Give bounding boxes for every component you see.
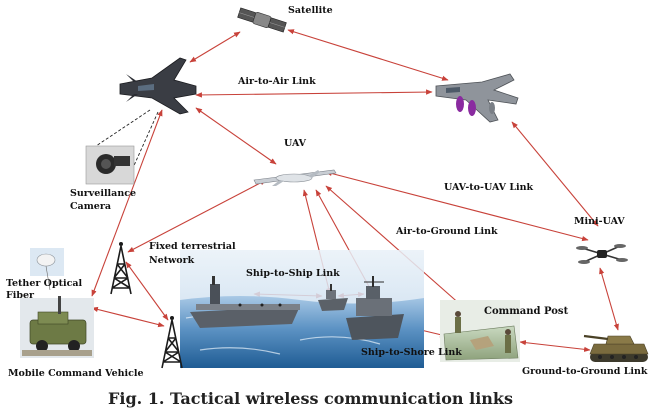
label-fixed-network-1: Fixed terrestrial <box>149 241 236 252</box>
label-air-to-ground-link: Air-to-Ground Link <box>395 226 498 237</box>
link-ground-to-ground <box>519 340 591 352</box>
fighter-jet-icon <box>435 73 519 123</box>
link-air-to-ground <box>325 185 463 307</box>
label-fixed-network-2: Network <box>149 255 195 266</box>
aircraft-carrier-icon <box>190 276 300 328</box>
label-air-to-air-link: Air-to-Air Link <box>237 76 316 87</box>
label-ship-to-shore-link: Ship-to-Shore Link <box>361 347 462 358</box>
label-mini-uav: Mini-UAV <box>574 216 625 227</box>
uav-icon <box>253 169 337 186</box>
link-jet-vehicle <box>91 109 163 297</box>
link-uav-tower-left <box>127 179 267 253</box>
satellite-icon <box>237 7 287 33</box>
tank-icon <box>583 334 649 362</box>
radio-tower-left-icon <box>110 242 132 295</box>
link-satellite-fighter <box>287 29 449 81</box>
link-jet-satellite <box>189 31 241 63</box>
label-uav: UAV <box>284 138 307 149</box>
label-ground-to-ground-link: Ground-to-Ground Link <box>522 366 648 377</box>
label-uav-to-uav-link: UAV-to-UAV Link <box>444 182 534 193</box>
label-surveillance-camera-2: Camera <box>70 201 111 212</box>
link-vehicle-tower <box>91 306 165 328</box>
naval-scene <box>180 250 424 368</box>
surveillance-camera-icon <box>85 109 159 185</box>
link-air-to-air <box>195 89 433 98</box>
command-post-icon <box>440 300 520 362</box>
labels-layer: Satellite Air-to-Air Link UAV Surveillan… <box>6 5 648 408</box>
frigate-icon <box>318 284 348 311</box>
link-jet-uav <box>195 107 277 165</box>
mini-uav-icon <box>576 244 628 264</box>
stealth-jet-icon <box>119 57 197 115</box>
tether-balloon-icon <box>30 248 64 291</box>
label-tether-fiber-1: Tether Optical <box>6 278 83 289</box>
radio-tower-bottom-icon <box>161 316 183 369</box>
label-mobile-command-vehicle: Mobile Command Vehicle <box>8 368 144 379</box>
mobile-command-vehicle-icon <box>20 296 94 358</box>
label-ship-to-ship-link: Ship-to-Ship Link <box>246 268 340 279</box>
label-tether-fiber-2: Fiber <box>6 290 35 301</box>
label-command-post: Command Post <box>484 306 569 317</box>
label-satellite: Satellite <box>288 5 333 16</box>
link-tower-tower <box>125 261 169 321</box>
label-surveillance-camera-1: Surveillance <box>70 188 136 199</box>
figure-caption: Fig. 1. Tactical wireless communication … <box>108 389 513 408</box>
destroyer-icon <box>346 276 404 340</box>
link-fighter-miniuav <box>511 121 599 227</box>
link-miniuav-tank <box>599 267 619 331</box>
